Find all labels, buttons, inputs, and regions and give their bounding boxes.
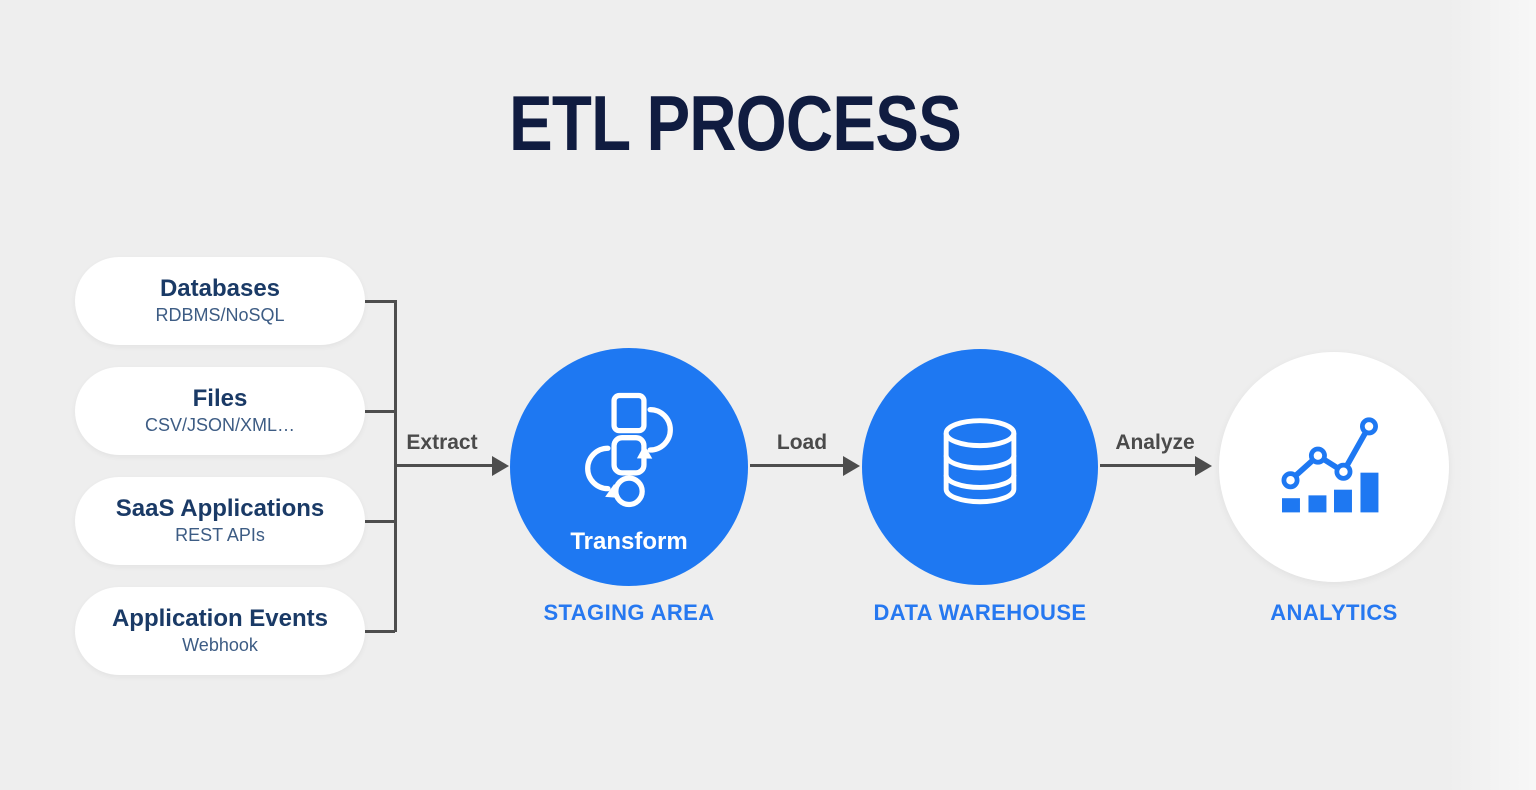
source-subtitle: RDBMS/NoSQL [155, 305, 285, 326]
extract-arrow-label: Extract [406, 431, 478, 454]
load-arrowhead-icon [843, 455, 860, 476]
extract-arrowhead-icon [492, 455, 509, 476]
transform-icon [585, 392, 673, 508]
source-subtitle: REST APIs [175, 525, 265, 546]
bracket-vertical-line [394, 300, 397, 632]
analytics-label: ANALYTICS [1270, 600, 1398, 625]
connector-stub [365, 299, 395, 303]
connector-stub [365, 519, 395, 523]
analytics-node [1219, 352, 1449, 582]
load-arrow-shaft [750, 464, 843, 467]
source-subtitle: Webhook [182, 635, 258, 656]
analyze-arrow-label: Analyze [1115, 431, 1195, 454]
transform-label: Transform [570, 528, 688, 555]
extract-arrow-shaft [396, 464, 492, 467]
source-pill-application-events: Application Events Webhook [75, 587, 365, 675]
analyze-arrow-shaft [1100, 464, 1195, 467]
database-icon [939, 418, 1021, 516]
source-title: SaaS Applications [115, 494, 325, 522]
page-title: ETL PROCESS [0, 84, 1470, 162]
source-pill-files: Files CSV/JSON/XML… [75, 367, 365, 455]
source-title: Databases [159, 274, 281, 302]
source-title: Application Events [111, 604, 329, 632]
staging-area-node: Transform [510, 348, 748, 586]
connector-stub [365, 409, 395, 413]
data-warehouse-label: DATA WAREHOUSE [873, 600, 1087, 625]
source-subtitle: CSV/JSON/XML… [144, 415, 296, 436]
data-warehouse-node [862, 349, 1098, 585]
analytics-chart-icon [1278, 415, 1390, 519]
connector-stub [365, 629, 395, 633]
load-arrow-label: Load [776, 431, 828, 454]
source-pill-databases: Databases RDBMS/NoSQL [75, 257, 365, 345]
source-title: Files [192, 384, 248, 412]
analyze-arrowhead-icon [1195, 455, 1212, 476]
staging-area-label: STAGING AREA [543, 600, 715, 625]
source-pill-saas-applications: SaaS Applications REST APIs [75, 477, 365, 565]
page-title-text: ETL PROCESS [509, 79, 962, 167]
